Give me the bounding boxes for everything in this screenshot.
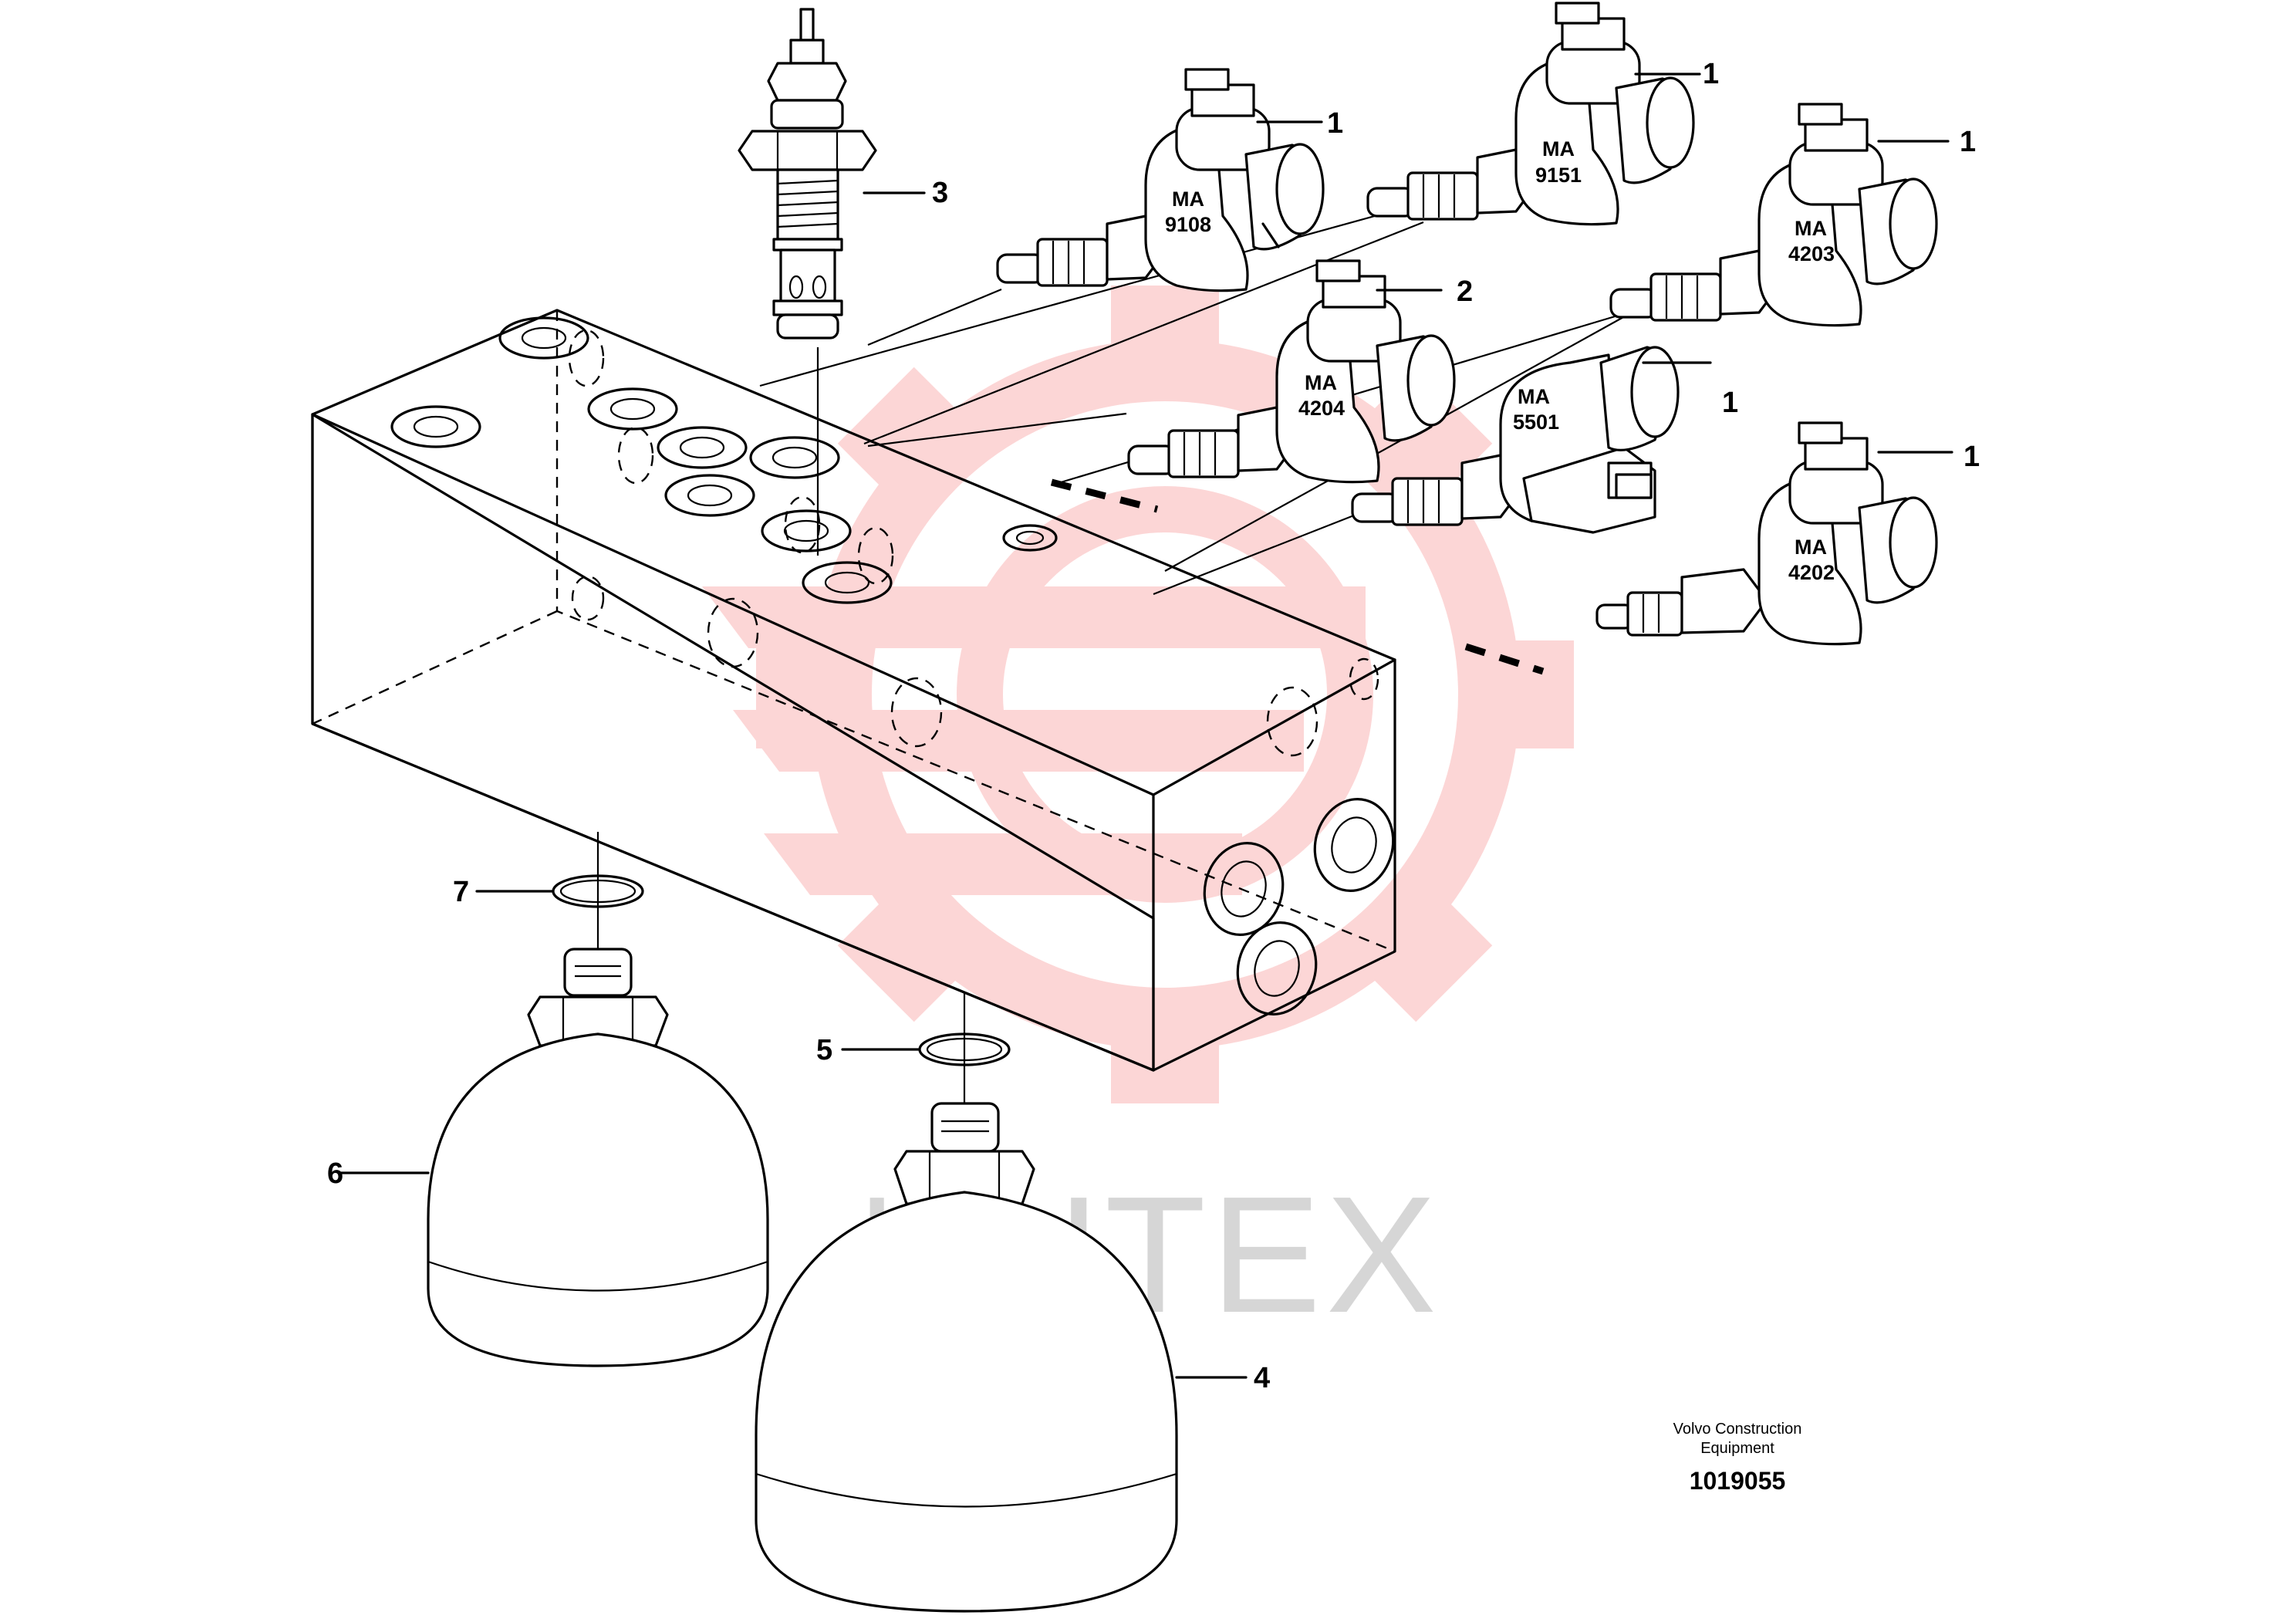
- valve-marking-number: 9151: [1535, 164, 1582, 187]
- drawing-footer: Volvo Construction Equipment 1019055: [1673, 1421, 1802, 1495]
- callout-1: 1: [1960, 126, 1976, 158]
- footer-company-line1: Volvo Construction: [1673, 1421, 1802, 1438]
- callout-3: 3: [932, 177, 948, 209]
- accumulator-4: [755, 1102, 1248, 1613]
- callout-1: 1: [1963, 441, 1980, 473]
- solenoid-valve-ma-9151: MA 9151: [1366, 2, 1701, 226]
- o-ring-7: [475, 874, 644, 908]
- valve-marking-ma: MA: [1518, 385, 1550, 408]
- callout-1: 1: [1703, 58, 1719, 90]
- valve-marking-ma: MA: [1795, 536, 1827, 559]
- valve-marking-ma: MA: [1305, 371, 1337, 394]
- manifold-end-ports: [1203, 798, 1395, 1015]
- solenoid-valve-ma-4203: MA 4203: [1609, 103, 1950, 327]
- callout-7: 7: [453, 876, 469, 908]
- solenoid-valve-ma-9108: MA 9108: [996, 68, 1325, 292]
- callout-1: 1: [1722, 387, 1738, 419]
- accumulator-6: [338, 948, 769, 1367]
- callout-1: 1: [1327, 107, 1343, 140]
- valve-marking-ma: MA: [1795, 217, 1827, 240]
- manifold-top-ports: [390, 316, 1058, 604]
- callout-labels: 1 1 1 2 1 1 3 7 5 6 4: [327, 58, 1980, 1394]
- solenoid-valve-ma-5501: MA 5501: [1351, 346, 1712, 534]
- callout-5: 5: [816, 1034, 832, 1066]
- valve-marking-number: 9108: [1165, 213, 1211, 236]
- valve-marking-number: 4202: [1788, 561, 1835, 584]
- callout-4: 4: [1254, 1362, 1270, 1394]
- valve-marking-number: 5501: [1513, 411, 1559, 434]
- footer-drawing-number: 1019055: [1690, 1467, 1786, 1495]
- callout-2: 2: [1457, 275, 1473, 308]
- solenoid-valve-ma-4202: MA 4202: [1595, 421, 1953, 646]
- valve-marking-ma: MA: [1172, 188, 1204, 211]
- valve-marking-ma: MA: [1542, 137, 1575, 161]
- pressure-relief-valve: [738, 8, 926, 340]
- valve-marking-number: 4204: [1298, 397, 1345, 420]
- footer-company-line2: Equipment: [1700, 1440, 1774, 1457]
- valve-marking-number: 4203: [1788, 242, 1835, 265]
- manifold-block: [311, 309, 1396, 1072]
- o-ring-5: [841, 1032, 1011, 1066]
- callout-6: 6: [327, 1157, 343, 1190]
- solenoid-valve-ma-4204: MA 4204: [1127, 259, 1456, 484]
